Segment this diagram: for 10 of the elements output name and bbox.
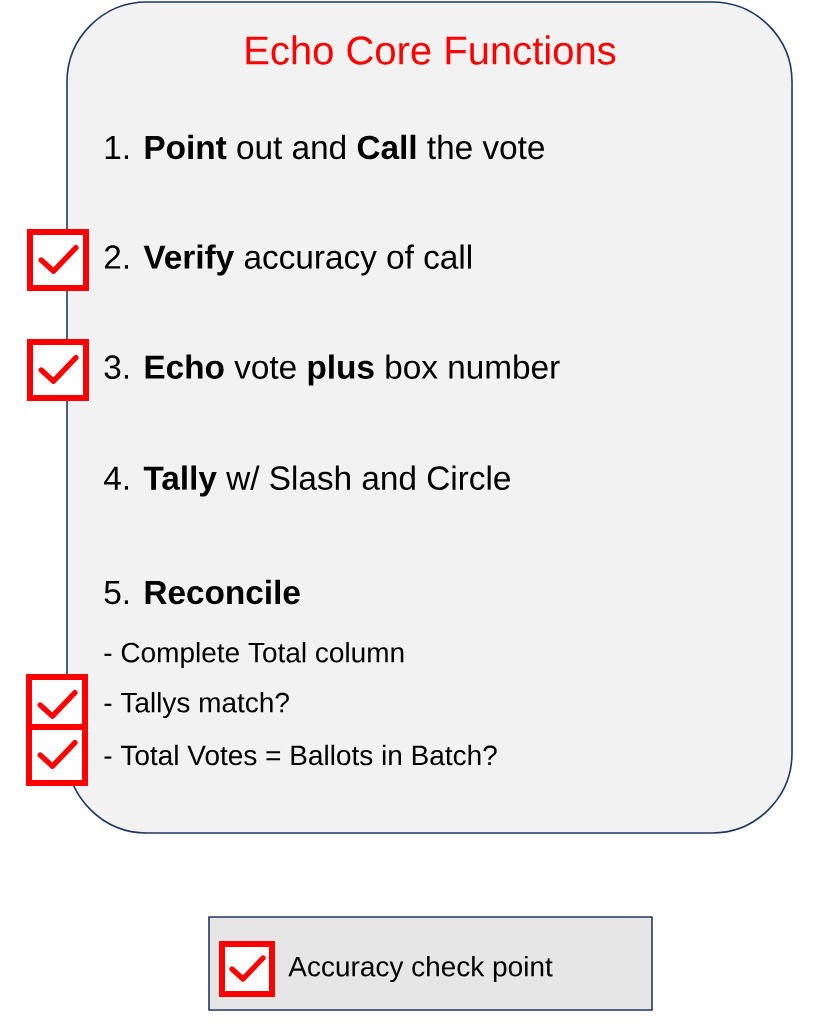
sub-item: - Complete Total column [104, 641, 404, 669]
sub-item: - Tallys match? [104, 691, 289, 719]
list-item: 4. Tally w/ Slash and Circle [104, 465, 510, 497]
list-item: 5. Reconcile [104, 579, 300, 605]
sub-item: - Total Votes = Ballots in Batch? [104, 744, 497, 766]
list-item: 3. Echo vote plus box number [104, 354, 560, 386]
list-item: 1. Point out and Call the vote [105, 134, 544, 160]
title: Echo Core Functions [246, 35, 616, 65]
list-item: 2. Verify accuracy of call [104, 244, 471, 276]
legend-text: Accuracy check point [288, 955, 553, 983]
